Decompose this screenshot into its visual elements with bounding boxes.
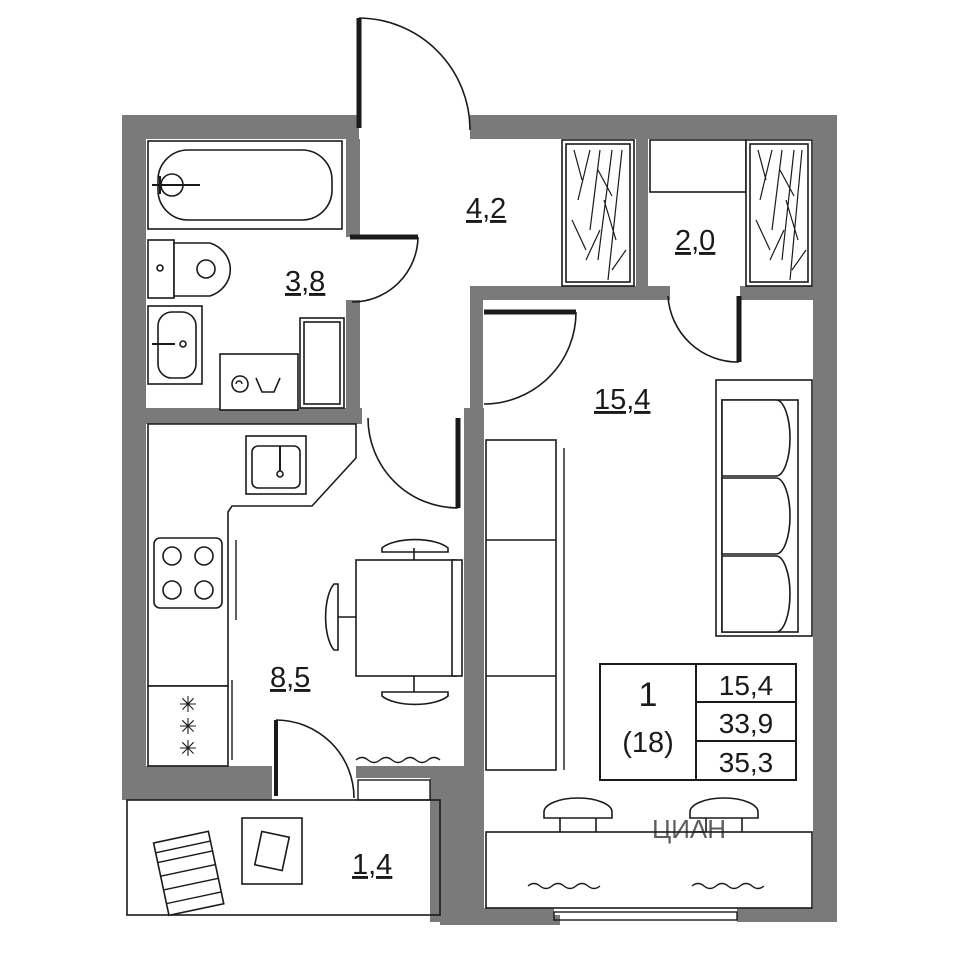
desk-icon xyxy=(485,797,813,909)
window xyxy=(553,911,738,921)
room-area-kitchen: 8,5 xyxy=(270,662,310,694)
rooms-count: 1 xyxy=(639,676,658,714)
svg-text:✳: ✳ xyxy=(179,692,197,717)
dining-table-icon xyxy=(324,538,463,706)
room-area-balcony: 1,4 xyxy=(352,849,392,881)
apartment-code: (18) xyxy=(622,727,674,759)
balcony-door-frame xyxy=(357,779,431,801)
radiator-icon xyxy=(355,756,441,764)
fridge-icon: ✳ ✳ ✳ xyxy=(147,685,229,767)
svg-text:✳: ✳ xyxy=(179,714,197,739)
washbasin-icon xyxy=(147,305,203,385)
stove-icon xyxy=(153,537,223,609)
area-summary-box: 1 (18) 15,4 33,9 35,3 xyxy=(599,663,797,781)
storage-wardrobe-icon xyxy=(649,139,813,287)
washing-machine-icon xyxy=(219,353,299,411)
watermark: ЦИАН xyxy=(652,814,726,844)
room-area-bathroom: 3,8 xyxy=(285,266,325,298)
living-area-value: 15,4 xyxy=(719,670,774,701)
total-with-balcony-value: 35,3 xyxy=(719,747,774,778)
lounge-chair-icon xyxy=(152,830,225,917)
room-area-storage: 2,0 xyxy=(675,225,715,257)
room-area-hall: 4,2 xyxy=(466,193,506,225)
cabinet-icon xyxy=(299,317,345,409)
toilet-icon xyxy=(147,239,232,299)
tv-stand-icon xyxy=(485,439,565,771)
doors xyxy=(274,17,742,799)
sofa-icon xyxy=(715,379,813,637)
balcony-outline xyxy=(126,799,441,916)
wardrobe-icon xyxy=(561,139,635,287)
sink-icon xyxy=(245,435,307,495)
svg-text:✳: ✳ xyxy=(179,736,197,761)
side-table-icon xyxy=(241,817,303,885)
room-area-living: 15,4 xyxy=(594,384,650,416)
total-area-value: 33,9 xyxy=(719,708,774,739)
bathtub-icon xyxy=(147,140,343,230)
walls xyxy=(122,115,837,925)
